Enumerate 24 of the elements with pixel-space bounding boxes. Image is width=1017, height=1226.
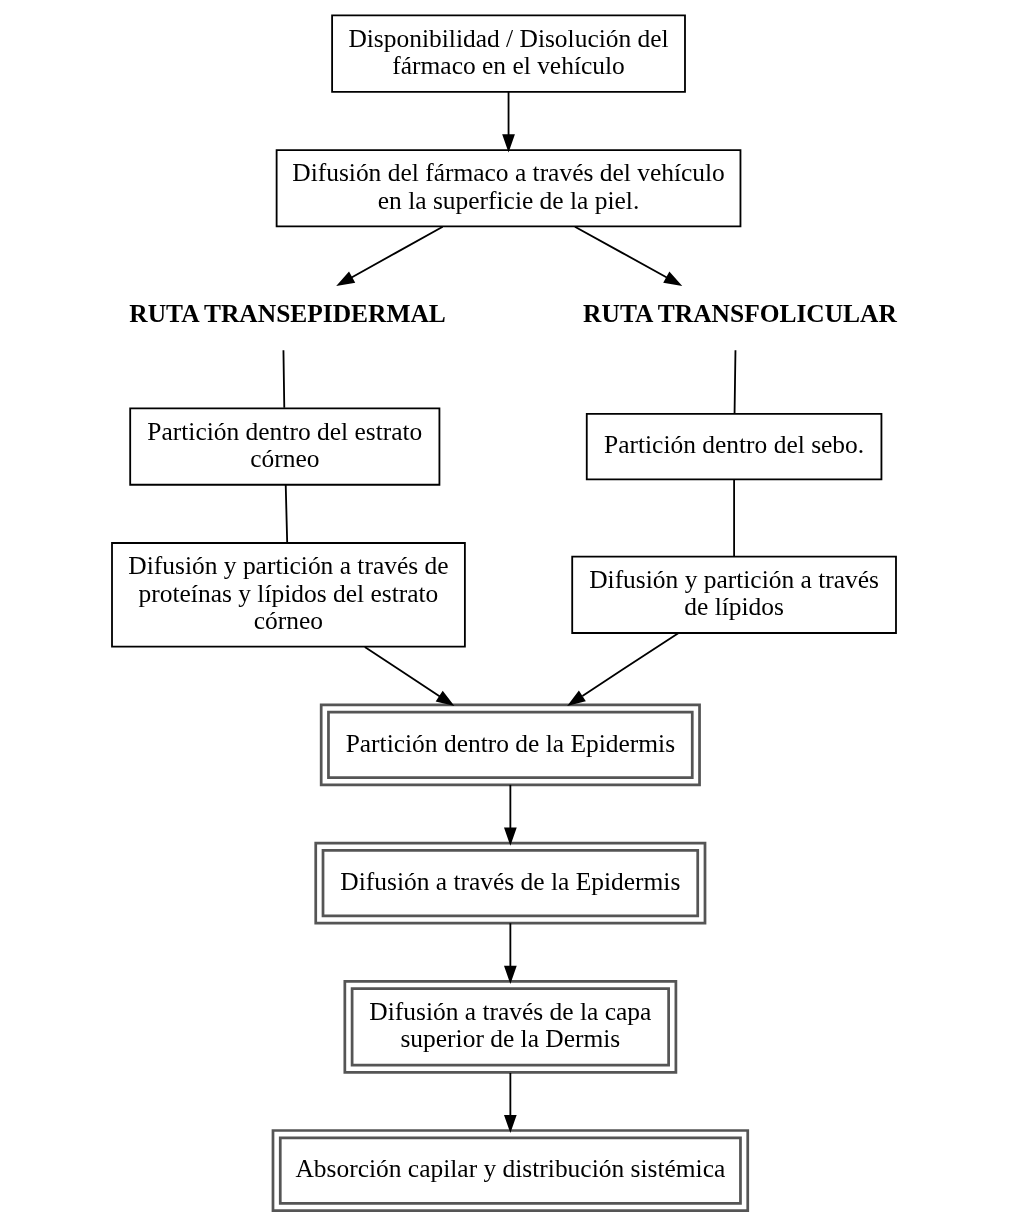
node-box: Absorción capilar y distribución sistémica [271, 1129, 749, 1212]
node-box: Difusión a través de la Epidermis [313, 841, 706, 925]
node-box: Difusión y partición a través de lípidos [570, 555, 897, 634]
arrow [335, 225, 444, 286]
node-box: Partición dentro del estrato córneo [128, 407, 440, 486]
node-text: RUTA TRANSFOLICULAR [582, 299, 897, 329]
arrow [573, 225, 682, 286]
arrow [503, 784, 517, 846]
node-box: Disponibilidad / Disolución del fármaco en el vehículo [330, 14, 686, 93]
connector [733, 349, 736, 415]
node-box: Partición dentro del sebo. [585, 412, 882, 481]
connector [282, 349, 285, 409]
arrow [501, 91, 515, 153]
node-box: Difusión y partición a través de proteínas y lípidos del estrato córneo [110, 542, 466, 648]
connector [732, 478, 735, 558]
connector [284, 483, 288, 544]
arrow [503, 922, 517, 985]
node-text: RUTA TRANSEPIDERMAL [128, 299, 446, 329]
arrow [363, 646, 454, 707]
arrow [503, 1072, 517, 1134]
node-box: Partición dentro de la Epidermis [319, 703, 701, 787]
node-box: Difusión a través de la capa superior de la Dermis [342, 980, 677, 1074]
arrow [566, 632, 679, 706]
node-box: Difusión del fármaco a través del vehículo en la superficie de la piel. [275, 149, 741, 228]
